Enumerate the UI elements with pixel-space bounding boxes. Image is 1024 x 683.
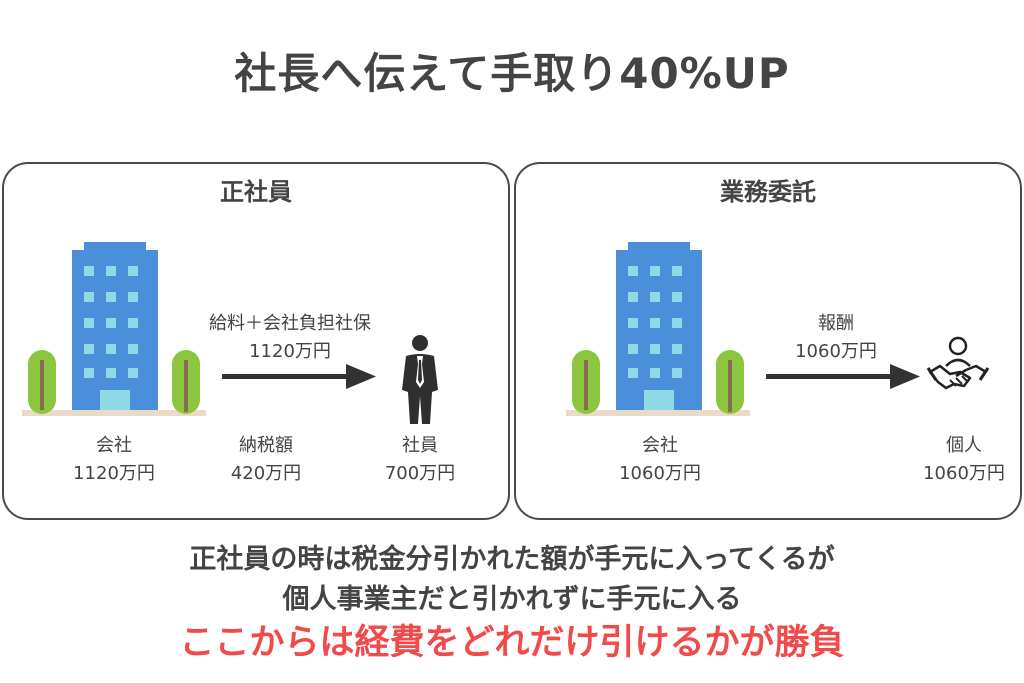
contract-panel: 業務委託 報酬 1060万円 [514, 162, 1022, 520]
company-amount: 1120万円 [73, 463, 155, 484]
tax-amount: 420万円 [230, 463, 302, 484]
page-title: 社長へ伝えて手取り40%UP [234, 49, 790, 98]
company-label-text: 会社 [96, 435, 132, 456]
individual-label-text: 個人 [946, 435, 982, 456]
tree-icon [172, 350, 200, 414]
employee-amount: 700万円 [384, 463, 456, 484]
arrow-label-bottom: 1060万円 [795, 341, 877, 362]
arrow-label-top: 給料＋会社負担社保 [209, 313, 371, 334]
individual-label: 個人 1060万円 [904, 432, 1024, 488]
office-building-icon [616, 242, 702, 410]
individual-amount: 1060万円 [923, 463, 1005, 484]
tax-label-text: 納税額 [239, 435, 293, 456]
highlight-line: ここからは経費をどれだけ引けるかが勝負 [179, 623, 845, 663]
office-building-icon [72, 242, 158, 410]
explanation-line-2: 個人事業主だと引かれずに手元に入る [282, 584, 742, 615]
company-building-scene [22, 242, 206, 416]
employee-label-text: 社員 [402, 435, 438, 456]
arrow-icon [766, 364, 920, 389]
tree-icon [716, 350, 744, 414]
ground-strip [566, 410, 750, 416]
company-label: 会社 1060万円 [600, 432, 720, 488]
arrow-label: 報酬 1060万円 [736, 310, 936, 366]
explanation-line-1: 正社員の時は税金分引かれた額が手元に入ってくるが [189, 544, 835, 575]
tree-icon [28, 350, 56, 414]
arrow-label-top: 報酬 [818, 313, 854, 334]
arrow-label: 給料＋会社負担社保 1120万円 [190, 310, 390, 366]
tax-label: 納税額 420万円 [206, 432, 326, 488]
tree-icon [572, 350, 600, 414]
contract-panel-title: 業務委託 [720, 178, 816, 206]
employee-panel-title: 正社員 [220, 178, 292, 206]
company-label: 会社 1120万円 [54, 432, 174, 488]
employee-panel: 正社員 給料＋会社負担社保 1120万円 [2, 162, 510, 520]
company-label-text: 会社 [642, 435, 678, 456]
businessman-icon [402, 335, 438, 424]
company-amount: 1060万円 [619, 463, 701, 484]
employee-label: 社員 700万円 [360, 432, 480, 488]
arrow-icon [222, 364, 376, 389]
ground-strip [22, 410, 206, 416]
arrow-label-bottom: 1120万円 [249, 341, 331, 362]
company-building-scene [566, 242, 750, 416]
handshake-icon [926, 336, 990, 390]
